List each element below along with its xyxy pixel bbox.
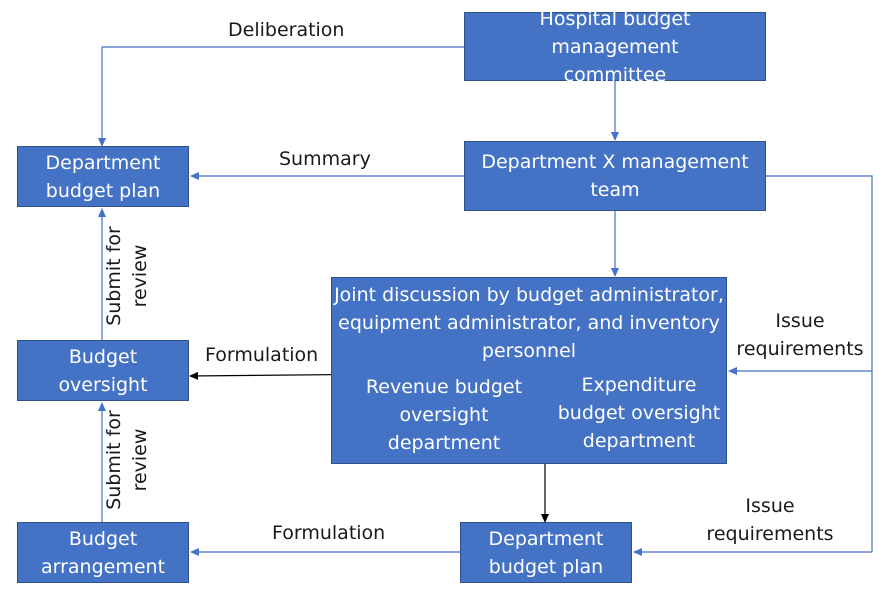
label-submit-lower: Submit for review (103, 410, 151, 510)
label-deliberation: Deliberation (228, 19, 345, 41)
edge-deliberation (98, 46, 464, 147)
label-formulation-mid: Formulation (205, 344, 319, 366)
node-revenue-dept-label: Revenue budget oversight department (365, 376, 523, 454)
node-committee: Hospital budget management committee (464, 8, 766, 86)
node-budget-arrangement-label: Budget arrangement (40, 527, 166, 578)
label-submit-upper: Submit for review (103, 226, 151, 326)
label-summary: Summary (279, 148, 371, 170)
node-dept-plan-top-label: Department budget plan (45, 151, 161, 202)
node-dept-x-team: Department X management team (464, 141, 766, 211)
node-dept-x-team-label: Department X management team (481, 151, 749, 201)
node-budget-arrangement: Budget arrangement (17, 522, 189, 583)
node-dept-plan-bottom-label: Department budget plan (488, 527, 604, 578)
node-joint-discussion-label: Joint discussion by budget administrator… (334, 284, 724, 362)
label-issue-upper: Issue requirements (736, 310, 864, 360)
node-dept-plan-bottom: Department budget plan (460, 522, 632, 583)
label-formulation-bottom: Formulation (272, 522, 386, 544)
node-committee-label: Hospital budget management committee (539, 7, 691, 86)
node-budget-oversight: Budget oversight (17, 340, 189, 401)
node-expenditure-dept-label: Expenditure budget oversight department (557, 374, 721, 452)
node-budget-oversight-label: Budget oversight (58, 345, 148, 396)
label-issue-lower: Issue requirements (706, 495, 834, 545)
edge-team-right-loop (766, 175, 873, 552)
node-dept-plan-top: Department budget plan (17, 146, 189, 207)
node-joint-discussion (331, 277, 727, 464)
